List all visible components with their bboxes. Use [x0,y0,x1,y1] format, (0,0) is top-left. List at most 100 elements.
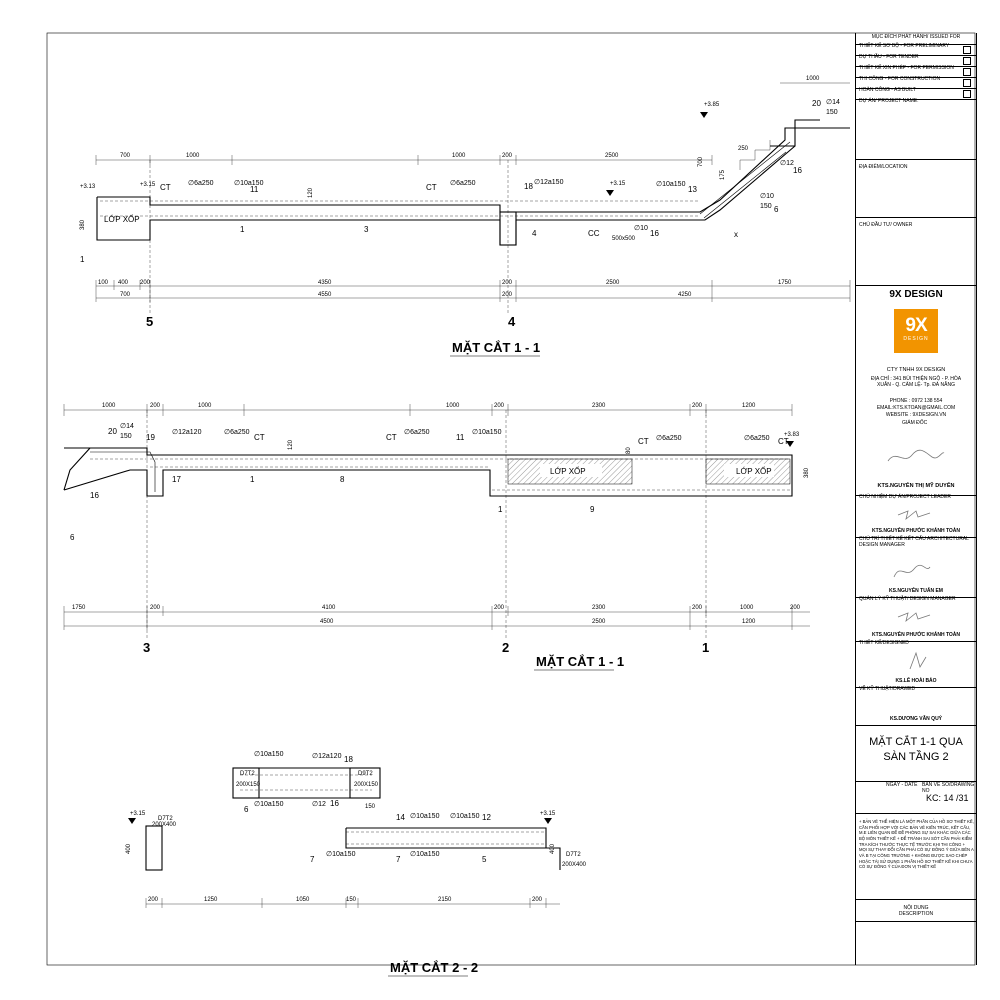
bar-label: ∅12a120 [172,429,202,436]
callout: 14 [396,813,405,822]
dim-label: 150 [365,804,376,810]
company-email: EMAIL:KTS.KTOAN@GMAIL.COM [876,405,956,411]
dim-top-3: 1000 [452,153,466,159]
option-row[interactable]: DỰ THẦU - FOR TENDER [856,54,976,67]
leader-name: KTS.NGUYỄN PHƯỚC KHÁNH TOÀN [871,528,961,534]
checkbox[interactable] [963,46,971,54]
qa-role: QUẢN LÝ KỸ THUẬT/ DESIGN MANAGER [859,596,956,602]
notes-text: + BẢN VẼ THỂ HIỆN LÀ MỘT PHẦN CỦA HỒ SƠ … [859,819,974,870]
beam-label: D7T2 [566,852,581,858]
bar-label: ∅10a150 [450,813,480,820]
beam-label: 200X150 [354,782,379,788]
drawing-title-box: MẶT CẮT 1-1 QUA SÀN TẦNG 2 [856,725,976,782]
grid-marker: 1 [702,640,709,655]
level-label: +3.15 [130,811,146,817]
dim-bottom: 700 [120,292,131,298]
bar-label: ∅10a150 [410,851,440,858]
arch-signature [893,564,931,578]
foam-label: LỚP XỐP [550,466,586,476]
company-website: WEBSITE : 9XDESIGN.VN [885,412,947,418]
drawn-name: KS.DƯƠNG VĂN QUÝ [889,716,943,722]
checkbox[interactable] [963,79,971,87]
callout: 16 [90,491,99,500]
section-title: MẶT CẮT 1 - 1 [536,654,624,669]
dim-bottom: 200 [692,605,703,611]
callout: 6 [70,533,75,542]
arch-box: CHỦ TRÌ THIẾT KẾ KẾT CẤU ARCHITECTURAL D… [856,536,976,598]
company-phone: PHONE : 0972 138 554 [889,398,943,404]
beam-label: D7T2 [158,816,173,822]
foam-label: LỚP XỐP [736,466,772,476]
arch-role: CHỦ TRÌ THIẾT KẾ KẾT CẤU ARCHITECTURAL D… [859,536,969,548]
sheet-border [46,32,976,966]
callout: 9 [590,505,595,514]
title-block: MỤC ĐÍCH PHÁT HÀNH/ ISSUED FOR THIẾT KẾ … [855,33,977,965]
qa-signature [897,612,931,623]
option-label: THIẾT KẾ SƠ BỘ - FOR PRELIMINARY [859,43,950,49]
callout: 1 [80,255,85,264]
dim-top: 1200 [742,403,756,409]
dim-top: 200 [692,403,703,409]
dim-label: 380 [80,219,86,230]
company-logo: 9X DESIGN [894,309,938,353]
checkbox[interactable] [963,90,971,98]
dim-bottom: 100 [98,280,109,286]
callout: 3 [364,225,369,234]
qa-name: KTS.NGUYỄN PHƯỚC KHÁNH TOÀN [871,632,961,638]
section-title: MẶT CẮT 1 - 1 [452,340,540,355]
bar-label: 150 [760,203,772,210]
checkbox[interactable] [963,68,971,76]
ct-label: CT [638,437,649,446]
leader-signature [897,510,931,521]
option-label: HOÀN CÔNG - AS BUILT [859,87,916,93]
ct-label: CT [386,433,397,442]
bar-label: ∅10a150 [410,813,440,820]
option-row[interactable]: THIẾT KẾ SƠ BỘ - FOR PRELIMINARY [856,43,976,56]
option-row[interactable]: THI CÔNG - FOR CONSTRUCTION [856,76,976,89]
bar-label: ∅6a250 [188,180,214,187]
location-label: ĐỊA ĐIỂM/LOCATION [859,164,908,170]
bar-label: ∅12 [312,801,326,808]
dim-bottom: 150 [346,897,357,903]
dim-bottom: 200 [140,280,151,286]
dim-bottom: 1000 [740,605,754,611]
beam-label: 200X400 [152,822,177,828]
level-label: +3.85 [704,102,720,108]
callout: 16 [330,799,339,808]
designed-name: KS.LÊ HOÀI BẢO [895,678,937,684]
bar-label: ∅10 [760,193,774,200]
company-title: 9X DESIGN [889,289,943,300]
dim-top: 1000 [446,403,460,409]
option-row[interactable]: HOÀN CÔNG - AS BUILT [856,87,976,100]
callout: 13 [688,185,697,194]
section-bottom: D7T2 200X150 D9T2 200X150 ∅10a150 ∅12a12… [126,751,587,977]
dim-bottom: 4100 [322,605,336,611]
director-role: GIÁM ĐỐC [902,420,928,426]
content-label: NỘI DUNG [903,905,929,911]
dim-bottom: 4500 [320,619,334,625]
foam-label-top: LỚP XỐP [104,214,140,224]
option-label: THI CÔNG - FOR CONSTRUCTION [859,76,941,82]
director-name: KTS.NGUYỄN THỊ MỸ DUYÊN [877,483,955,489]
dim-bottom: 400 [118,280,129,286]
company-address: ĐỊA CHỈ : 341 BÙI THIỆN NGỘ - P. HÒA XUÂ… [870,376,962,388]
project-name-box: DỰ ÁN/ PROJECT NAME: [856,98,976,160]
dim-bottom: 4250 [678,292,692,298]
logo-text: 9X [905,315,927,336]
option-row[interactable]: THIẾT KẾ XIN PHÉP - FOR PERMISSION [856,65,976,78]
callout: 6 [244,805,249,814]
ct-label: CT [160,183,171,192]
callout: 1 [250,475,255,484]
section-mid: 1000 200 1000 1000 200 2300 200 1200 LỚP… [63,403,810,671]
dim-bottom: 1250 [204,897,218,903]
grid-marker: 4 [508,314,516,329]
bar-label: ∅12a120 [312,753,342,760]
drawing-no-box: NGÀY - DATE BẢN VẼ SỐ/DRAWING NO KC: 14 … [856,781,976,814]
drawing-no-label: BẢN VẼ SỐ/DRAWING NO [922,782,975,794]
dim-label: 380 [804,467,810,478]
bar-label: ∅6a250 [656,435,682,442]
callout: 6 [774,205,779,214]
checkbox[interactable] [963,57,971,65]
dim-bottom: 4350 [318,280,332,286]
dim-bottom: 2500 [592,619,606,625]
